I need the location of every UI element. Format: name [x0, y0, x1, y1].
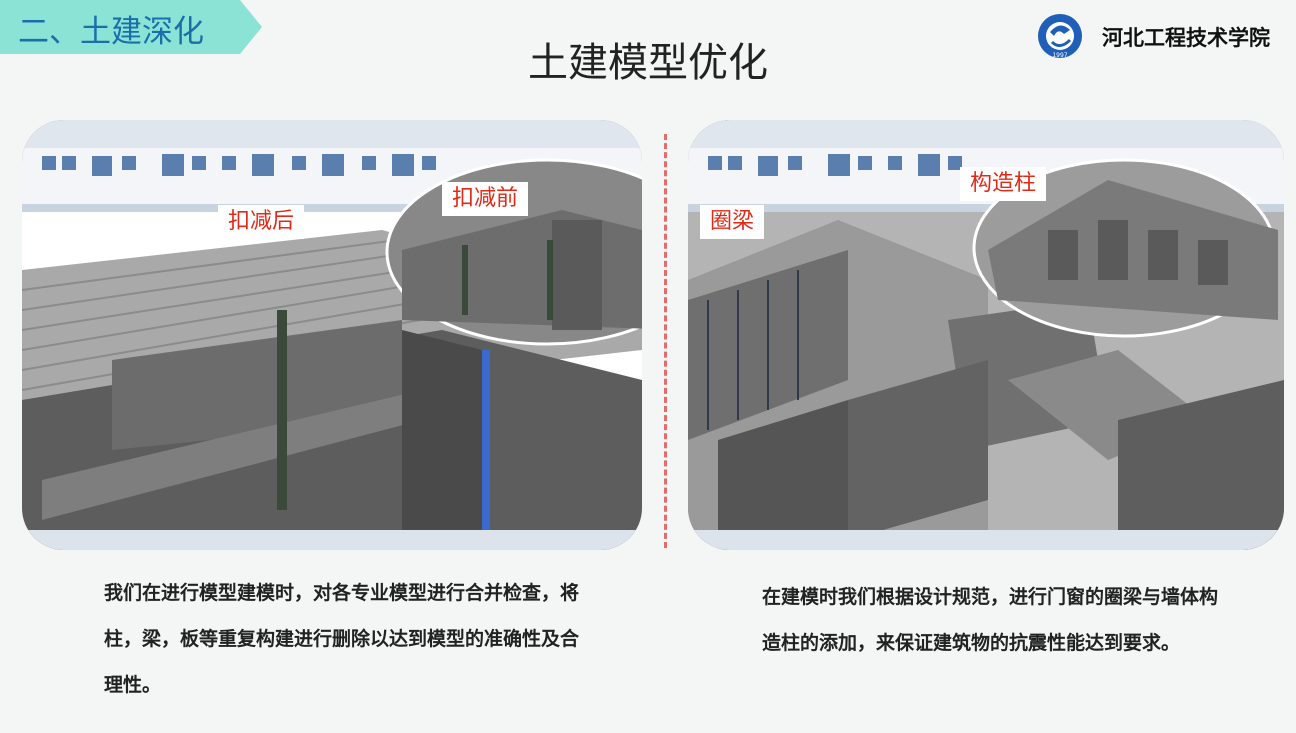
- page-title: 土建模型优化: [528, 40, 768, 86]
- label-after-deduction: 扣减后: [218, 205, 305, 239]
- section-tab: 二、土建深化: [0, 0, 262, 54]
- school-logo-block: 1997 河北工程技术学院: [1034, 12, 1296, 60]
- label-constructional-column: 构造柱: [960, 167, 1047, 201]
- label-before-deduction: 扣减前: [442, 182, 529, 216]
- left-caption: 我们在进行模型建模时，对各专业模型进行合并检查，将柱，梁，板等重复构建进行删除以…: [104, 582, 580, 696]
- right-caption: 在建模时我们根据设计规范，进行门窗的圈梁与墙体构造柱的添加，来保证建筑物的抗震性…: [762, 586, 1219, 654]
- section-label: 二、土建深化: [18, 14, 204, 50]
- panel-divider: [664, 134, 667, 548]
- label-ring-beam: 圈梁: [700, 205, 765, 239]
- school-name: 河北工程技术学院: [1102, 25, 1270, 50]
- school-logo-icon: 1997: [1038, 14, 1082, 59]
- right-model-screenshot: [688, 120, 1284, 550]
- logo-year: 1997: [1052, 52, 1067, 59]
- left-model-screenshot: [22, 120, 642, 550]
